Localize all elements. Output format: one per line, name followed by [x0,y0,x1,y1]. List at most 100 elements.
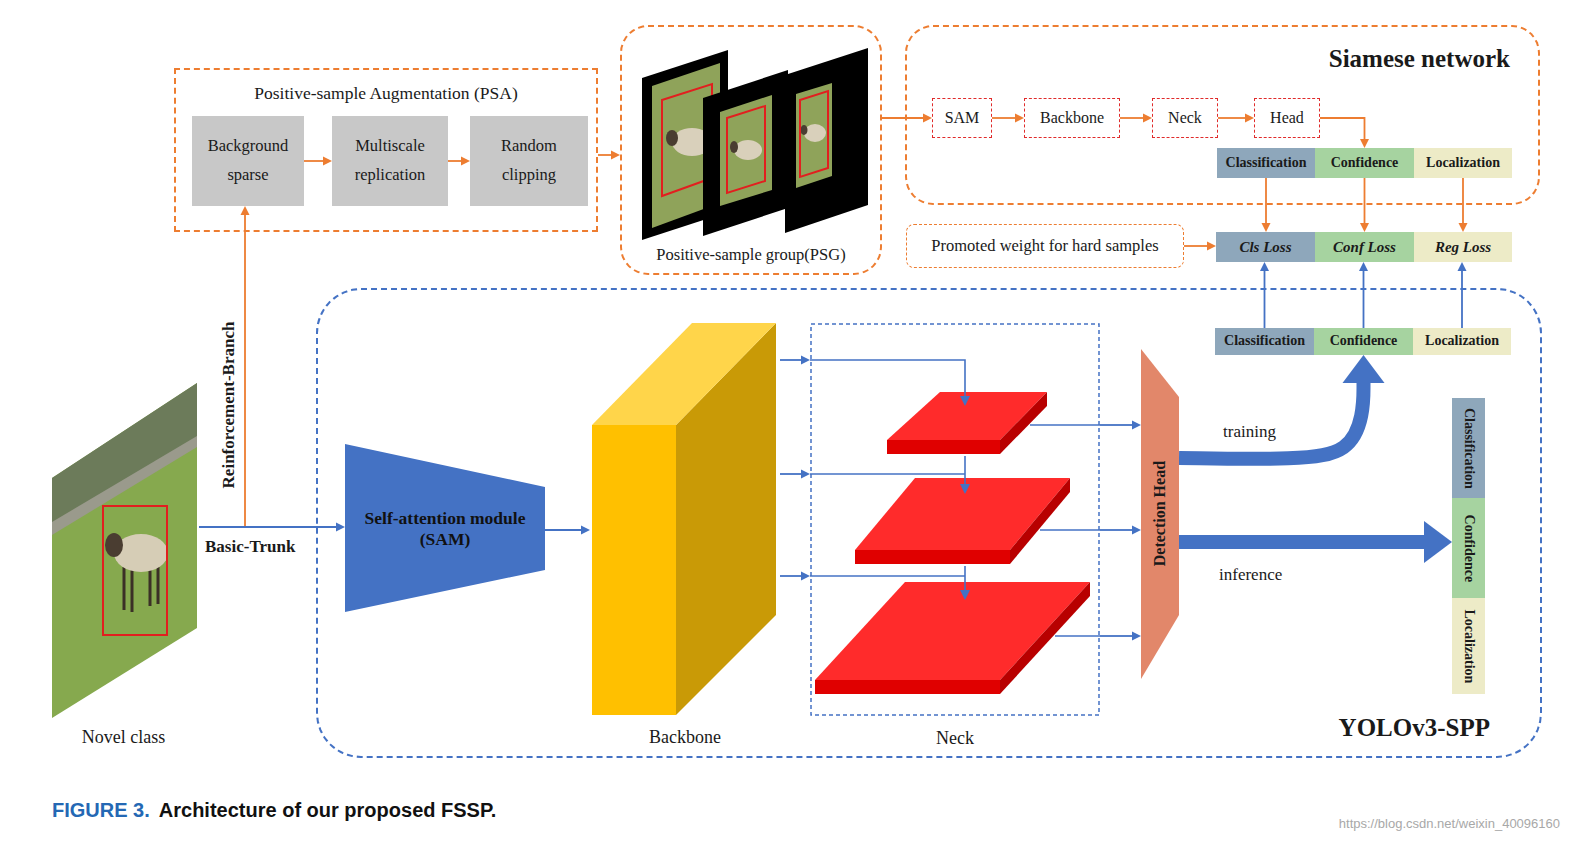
label-holder: training [1222,422,1277,442]
connector [992,114,1024,123]
connector [780,572,810,581]
node-text: Detection Head [1150,461,1169,566]
connector [1120,114,1152,123]
connector [1360,178,1369,232]
label-holder: https://blog.csdn.net/weixin_40096160 [1339,816,1560,831]
sheep-head [730,141,738,153]
edge-label: Basic-Trunk [204,537,296,557]
connector [1100,421,1141,430]
connector-line [598,154,611,156]
arrow-head [1207,242,1216,251]
output-bar: Localization [1452,598,1485,694]
figure-caption: Architecture of our proposed FSSP. [159,799,496,822]
feature-plate [855,478,1070,550]
node-text: Classification [1460,408,1477,489]
connector-line [1461,271,1463,328]
connector-line [780,473,801,475]
node-text: Background sparse [198,132,298,190]
connector [882,114,932,123]
connector-line [1320,118,1365,139]
feature-pyramid [815,392,1090,694]
sheep-leg [123,566,126,610]
sheep-head [801,125,808,135]
edge-label: Reinforcement-Branch [219,321,239,490]
edge-label: training [1222,422,1277,442]
wire [1030,424,1100,426]
arrow-head [1359,262,1368,271]
sheep-leg [149,568,152,606]
loss-box: Reg Loss [1414,232,1512,262]
arrow-head [461,157,470,166]
connector [1179,521,1452,563]
bounding-box [103,506,167,635]
arrow-head [1343,355,1385,383]
node-text: Promoted weight for hard samples [931,236,1158,256]
connector [545,526,590,535]
wire [810,360,965,397]
connector [780,356,810,365]
connector-line [1179,383,1364,459]
connector-line [1100,635,1132,637]
connector-line [1364,178,1366,223]
novel-image [52,383,197,718]
wire [810,575,965,577]
node-text: YOLOv3-SPP [1339,713,1490,743]
arrow-head [1245,114,1254,123]
arrow-head [1132,526,1141,535]
node-text: Localization [1460,609,1477,683]
node-text: Localization [1426,155,1500,172]
arrow-head [1459,223,1468,232]
connector [448,157,470,166]
sample-image [720,95,772,206]
wire [964,566,966,591]
connector [1184,242,1216,251]
arrow-head [1132,632,1141,641]
connector [1218,114,1254,123]
node-text: Random clipping [476,132,582,190]
wire [810,473,965,475]
process-box: Multiscale replication [332,116,448,206]
arrow-head [923,114,932,123]
group-box: Siamese networkSAMBackboneNeckHeadClassi… [905,25,1540,205]
sheep-body [734,140,762,160]
arrow-head [1360,223,1369,232]
connector [1260,262,1269,328]
module-box: Backbone [1024,98,1120,138]
sheep-leg [157,566,160,604]
process-box: Random clipping [470,116,588,206]
connector [199,206,250,527]
connector [1100,526,1141,535]
node-text: Neck [936,728,974,750]
grass-field [52,383,197,718]
label-holder: Architecture of our proposed FSSP. [159,799,496,822]
connector-line [304,160,323,162]
arrow-head [336,523,345,532]
wire [1055,635,1100,637]
arrow-head [1260,262,1269,271]
connector [199,523,345,532]
bounding-box [800,91,828,177]
connector [1458,262,1467,328]
attention-module: Self-attention module (SAM) [345,444,545,614]
connector-line [1179,535,1424,549]
label-holder: Reinforcement-Branch [219,321,239,490]
connector [1100,632,1141,641]
connector [1262,178,1271,232]
output-bar: Confidence [1314,328,1413,355]
node-text: Reg Loss [1435,238,1491,256]
outline-shape [592,425,676,715]
node-text: Positive-sample group(PSG) [656,245,845,265]
input-image: Novel class [48,380,199,752]
connector-line [1264,271,1266,328]
neck-block: Neck [810,323,1100,753]
connector [1459,178,1468,232]
sample-card [703,70,788,236]
output-bar: Classification [1217,148,1315,178]
arrow-head [960,590,970,600]
node-text: Classification [1224,333,1305,350]
node-text: Confidence [1330,333,1398,350]
connector-line [545,529,581,531]
connector-line [1100,424,1132,426]
